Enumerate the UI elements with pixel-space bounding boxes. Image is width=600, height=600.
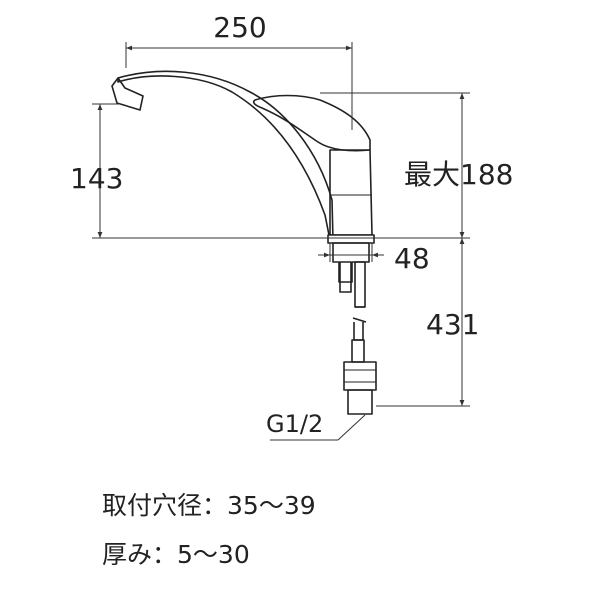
spec-mounting-hole: 取付穴径：35～39 — [102, 486, 316, 522]
spout-tip — [111, 77, 144, 111]
spec-separator: ： — [152, 540, 178, 569]
spec-separator: ： — [202, 491, 228, 520]
spec-mounting-hole-value: 35～39 — [227, 491, 316, 520]
label-max-height: 最大188 — [404, 158, 513, 191]
label-spout-reach: 250 — [213, 11, 266, 44]
base-nut — [327, 234, 375, 244]
hose-connector — [343, 361, 377, 391]
spec-thickness-label: 厚み — [102, 540, 153, 569]
label-connection-thread: G1/2 — [266, 410, 323, 438]
spec-thickness-value: 5～30 — [177, 540, 250, 569]
label-spout-height: 143 — [70, 162, 123, 195]
faucet-body — [329, 149, 373, 236]
dimension-lines — [92, 42, 470, 441]
supply-hose — [352, 306, 367, 341]
label-hose-length: 431 — [426, 308, 479, 341]
label-body-diameter: 48 — [394, 242, 430, 275]
faucet-outline — [111, 70, 377, 415]
leader-thread — [337, 414, 366, 441]
spec-thickness: 厚み：5～30 — [102, 535, 250, 571]
spec-mounting-hole-label: 取付穴径 — [102, 491, 203, 520]
mounting-shank — [332, 242, 370, 283]
